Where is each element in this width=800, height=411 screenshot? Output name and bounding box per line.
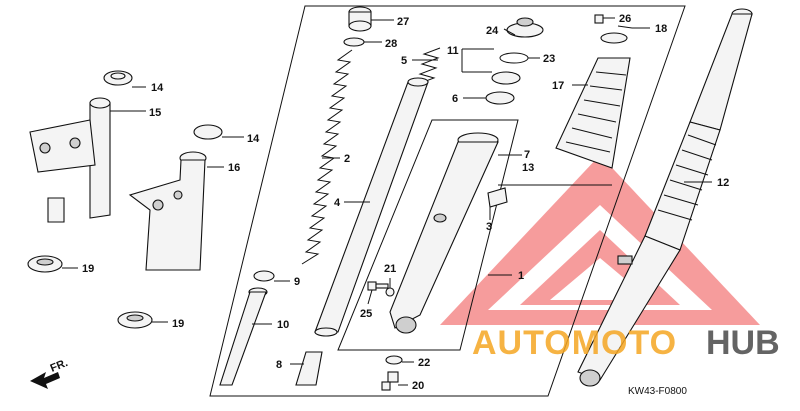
clip-3	[487, 187, 508, 208]
watermark-brand-left: AUTOMOTO	[472, 324, 677, 362]
callout-24: 24	[486, 25, 499, 37]
callout-7: 7	[524, 149, 530, 161]
callout-14-lower: 14	[247, 133, 260, 145]
bottom-case-frame	[337, 119, 519, 351]
fork-bolt-27	[348, 6, 372, 32]
front-direction-arrow: FR.	[30, 357, 70, 389]
callout-2: 2	[344, 153, 350, 165]
oil-seal-11	[491, 71, 521, 85]
oil-lock-piece-8	[295, 351, 323, 386]
bolt-25	[367, 281, 389, 291]
callout-4: 4	[334, 197, 341, 209]
callout-13: 13	[522, 162, 534, 174]
callout-19-right: 19	[172, 318, 184, 330]
callout-17: 17	[552, 80, 564, 92]
oil-seals-19	[27, 255, 153, 329]
watermark-brand: AUTOMOTO HUB	[472, 324, 780, 362]
washer-21	[385, 287, 395, 297]
callout-26: 26	[619, 13, 631, 25]
callout-21: 21	[384, 263, 396, 275]
diagram-code: KW43-F0800	[628, 386, 687, 397]
arrow-left-icon	[30, 372, 60, 389]
fork-boot-17	[555, 32, 631, 169]
callout-12: 12	[717, 177, 729, 189]
upper-bracket-15	[29, 70, 133, 223]
right-fork-assembly-12	[577, 8, 753, 387]
lower-bracket-16	[128, 124, 223, 271]
damper-rod-10	[219, 270, 275, 386]
callout-8: 8	[276, 359, 282, 371]
callout-14-upper: 14	[151, 82, 164, 94]
assembly-frame	[209, 5, 686, 397]
callout-27: 27	[397, 16, 409, 28]
callout-15: 15	[149, 107, 161, 119]
callout-16: 16	[228, 162, 240, 174]
callout-23: 23	[543, 53, 555, 65]
callout-20: 20	[412, 380, 424, 392]
callout-10: 10	[277, 319, 289, 331]
band-26	[594, 14, 604, 24]
spring-5	[417, 47, 441, 85]
o-ring-28	[343, 37, 365, 47]
dust-seal-24	[506, 17, 544, 38]
callout-25: 25	[360, 308, 372, 320]
callout-28: 28	[385, 38, 397, 50]
callout-9: 9	[294, 276, 300, 288]
washer-22	[385, 355, 403, 365]
callout-numbers: 27 28 24 11 23 5 6 26 18 17 14 15 14 16 …	[82, 13, 729, 392]
watermark-brand-right: HUB	[706, 324, 780, 362]
callout-6: 6	[452, 93, 458, 105]
callout-5: 5	[401, 55, 407, 67]
callout-22: 22	[418, 357, 430, 369]
fork-spring-2	[301, 49, 353, 265]
stop-ring-23	[499, 52, 529, 64]
callout-3: 3	[486, 221, 492, 233]
fork-tube-4	[314, 77, 429, 337]
callout-11: 11	[447, 45, 459, 57]
socket-bolt-20	[381, 371, 399, 391]
leader-lines	[62, 17, 712, 386]
callout-19-left: 19	[82, 263, 94, 275]
bottom-case-7	[389, 132, 499, 334]
callout-18: 18	[655, 23, 667, 35]
back-up-ring-6	[485, 91, 515, 105]
direction-label: FR.	[49, 357, 70, 375]
callout-1: 1	[518, 270, 524, 282]
